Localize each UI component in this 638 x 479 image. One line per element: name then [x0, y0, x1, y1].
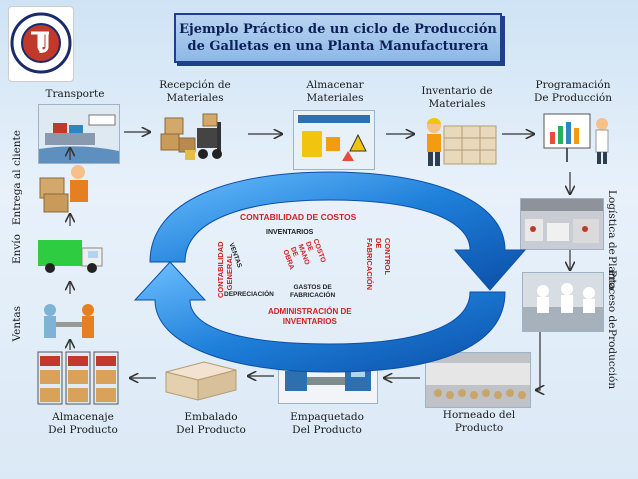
cycle-contabilidad-costos: CONTABILIDAD DE COSTOS: [240, 212, 357, 222]
packed-box-icon: [165, 361, 237, 401]
title-line-1: Ejemplo Práctico de un ciclo de Producci…: [179, 22, 497, 37]
cycle-arrow-bottom: [133, 261, 506, 373]
presentation-chart-icon: [543, 113, 609, 164]
cycle-inventarios: INVENTARIOS: [266, 229, 314, 236]
image-transporte: [38, 104, 120, 164]
boxes-forklift-icon: [160, 113, 222, 160]
image-proceso: [522, 272, 604, 332]
warehouse-safety-icon: [294, 111, 374, 169]
worker-pallets-icon: [427, 118, 497, 166]
delivery-man-icon: [39, 165, 88, 213]
truck-icon: [38, 240, 103, 273]
cycle-arrow-top: [149, 171, 527, 291]
ship-truck-icon: [39, 105, 119, 163]
university-logo: [8, 6, 74, 82]
image-horneado: [425, 352, 531, 408]
image-almacenar: [293, 110, 375, 170]
image-ventas: [34, 300, 104, 346]
image-almacenaje: [34, 346, 124, 408]
title-box: Ejemplo Práctico de un ciclo de Producci…: [174, 13, 502, 63]
factory-floor-icon: [521, 199, 603, 249]
image-recepcion: [157, 104, 237, 166]
cycle-control-fabricacion: CONTROL DE FABRICACIÓN: [365, 238, 392, 291]
image-embalado: [160, 354, 240, 404]
arrow-proceso-horneado: [536, 332, 540, 390]
pallet-racks-icon: [37, 351, 119, 405]
image-programacion: [540, 110, 616, 166]
image-logistica: [520, 198, 604, 250]
image-envio: [34, 228, 110, 278]
label-transporte: Transporte: [45, 88, 105, 100]
cycle-depreciacion: DEPRECIACIÓN: [224, 291, 274, 298]
title-line-2: de Galletas en una Planta Manufacturera: [187, 39, 489, 54]
oven-conveyor-icon: [426, 353, 530, 407]
handshake-icon: [44, 304, 94, 338]
image-inventario: [420, 112, 500, 170]
image-entrega: [34, 162, 102, 214]
production-workers-icon: [523, 273, 603, 331]
seal-icon: [10, 12, 72, 74]
